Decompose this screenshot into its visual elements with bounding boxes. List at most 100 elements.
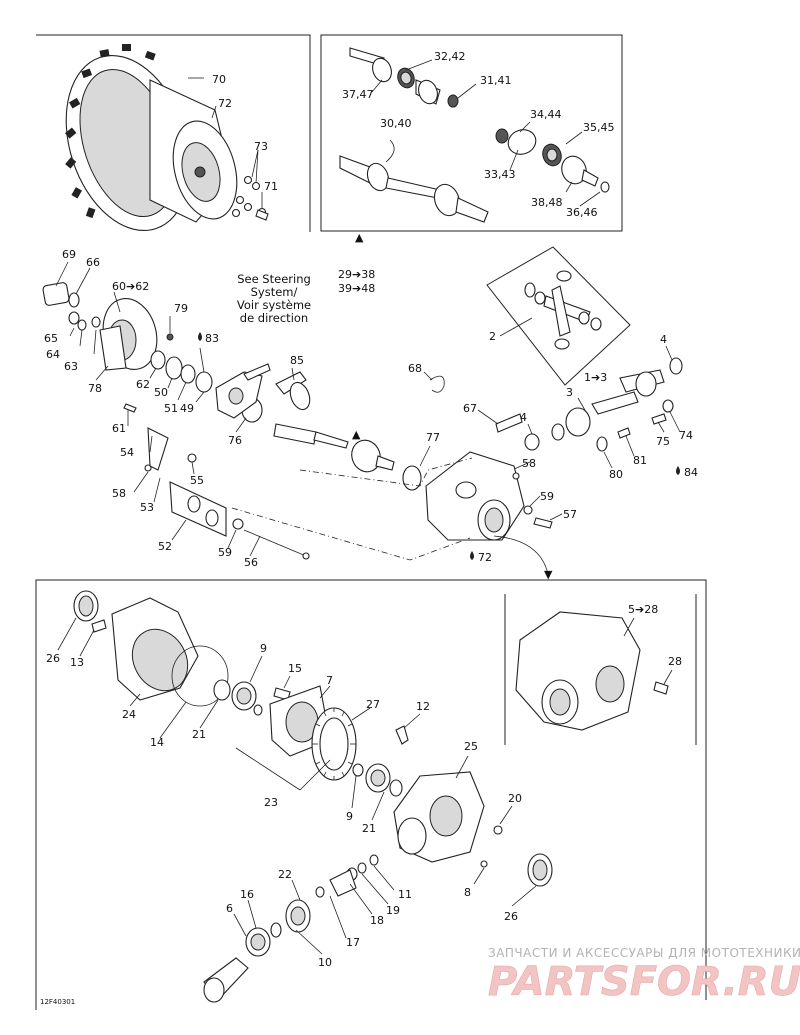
diff-label-26b: 26 [504,910,518,923]
shaft-label-37-47: 37,47 [342,88,374,101]
diff-label-16: 16 [240,888,254,901]
lube-ref-83: 83 [205,332,219,345]
driveshaft-panel-frame [320,34,623,232]
stub-shaft-85 [275,371,311,411]
shaft-label-34-44: 34,44 [530,108,562,121]
knuckle-label-69: 69 [62,248,76,261]
spring-and-clip [429,375,523,433]
ujoint-panel-frame [486,246,631,386]
diff-label-18: 18 [370,914,384,927]
diff-label-13: 13 [70,656,84,669]
diff-cover-left [73,590,229,707]
prop-label-57: 57 [563,508,577,521]
knuckle-label-78: 78 [88,382,102,395]
lube-ref-84: 84 [684,466,698,479]
axle-arrow-icon: ▲ [352,428,361,441]
knuckle-label-76: 76 [228,434,242,447]
knuckle-label-59: 59 [218,546,232,559]
knuckle-label-66: 66 [86,256,100,269]
small-arrow-icon: ▲ [355,231,364,244]
range-label-60-62: 60➔62 [112,280,149,293]
diff-label-8: 8 [464,886,471,899]
lube-drop-icon-83 [198,332,202,341]
prop-label-67: 67 [463,402,477,415]
knuckle-label-61: 61 [112,422,126,435]
knuckle-label-79: 79 [174,302,188,315]
diff-label-11: 11 [398,888,412,901]
diff-label-20: 20 [508,792,522,805]
wheel-label-70: 70 [212,73,226,86]
diff-label-27: 27 [366,698,380,711]
shaft-label-33-43: 33,43 [484,168,516,181]
prop-label-2: 2 [489,330,496,343]
range-label-5-28: 5➔28 [628,603,658,616]
diff-label-23: 23 [264,796,278,809]
range-label-39-48: 39➔48 [338,282,375,295]
steering-note-line1: See Steering [237,272,311,286]
shaft-label-30-40: 30,40 [380,117,412,130]
diff-bearings-right [352,725,409,797]
knuckle [215,363,271,419]
diff-label-7: 7 [326,674,333,687]
diff-label-17: 17 [346,936,360,949]
diff-leaders [57,617,673,955]
knuckle-label-65: 65 [44,332,58,345]
diff-label-21b: 21 [362,822,376,835]
range-label-29-38: 29➔38 [338,268,375,281]
rim [149,79,238,223]
steering-note-line3: Voir système [237,298,311,312]
shaft-main [339,155,489,223]
diff-label-15: 15 [288,662,302,675]
diff-label-19: 19 [386,904,400,917]
wheel-panel-frame [36,34,311,232]
diff-label-26a: 26 [46,652,60,665]
diff-label-9b: 9 [346,810,353,823]
range-label-1-3: 1➔3 [584,371,607,384]
wheel-nuts [231,175,269,221]
steering-note-line2: System/ [251,285,298,299]
knuckle-label-55: 55 [190,474,204,487]
knuckle-leaders [55,261,295,557]
wheel-label-73: 73 [254,140,268,153]
lube-drop-icon-84 [676,466,680,475]
prop-label-4a: 4 [660,333,667,346]
wheel-label-72: 72 [218,97,232,110]
diff-label-28: 28 [668,655,682,668]
knuckle-label-56: 56 [244,556,258,569]
diff-label-25: 25 [464,740,478,753]
mount-bracket-group [123,403,310,560]
lube-drop-icon-72 [470,551,474,560]
callout-arrow [493,535,549,575]
front-differential-housing [425,451,553,541]
shaft-label-31-41: 31,41 [480,74,512,87]
prop-label-59: 59 [540,490,554,503]
watermark-brand: PARTSFOR.RU [488,959,800,1005]
propshaft-leaders [419,317,681,521]
diff-carrier-and-ring-gear [269,685,357,781]
prop-label-68: 68 [408,362,422,375]
knuckle-label-52: 52 [158,540,172,553]
propshaft [524,357,683,452]
diff-bearings-left [213,679,291,716]
wheel-leaders [188,77,263,208]
steering-note-line4: de direction [240,311,308,325]
prop-label-77: 77 [426,431,440,444]
down-arrow-icon: ▼ [544,568,553,581]
prop-label-74: 74 [679,429,693,442]
diff-label-9a: 9 [260,642,267,655]
prop-label-80: 80 [609,468,623,481]
prop-label-75: 75 [656,435,670,448]
diff-label-6: 6 [226,902,233,915]
shaft-label-32-42: 32,42 [434,50,466,63]
watermark-top-line: ЗАПЧАСТИ И АКСЕССУАРЫ ДЛЯ МОТОТЕХНИКИ [488,946,800,960]
shaft-label-36-46: 36,46 [566,206,598,219]
prop-label-58: 58 [522,457,536,470]
knuckle-label-50: 50 [154,386,168,399]
knuckle-label-53: 53 [140,501,154,514]
shaft-leaders [371,59,601,207]
knuckle-label-51: 51 [164,402,178,415]
prop-label-4b: 4 [520,411,527,424]
inset-housing [515,611,669,731]
diff-label-12: 12 [416,700,430,713]
